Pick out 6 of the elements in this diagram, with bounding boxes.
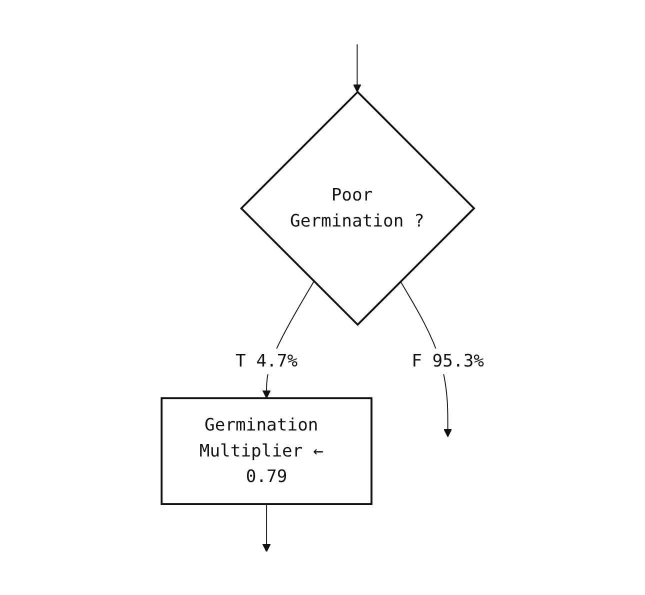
arrow: [262, 503, 270, 552]
arrow: [352, 43, 362, 92]
edge-label: F 95.3%: [411, 350, 484, 371]
node-diamond: Poor Germination ?: [240, 90, 476, 326]
edge-label: T 4.7%: [235, 350, 298, 371]
node-box: Germination Multiplier ← 0.79: [160, 396, 372, 504]
